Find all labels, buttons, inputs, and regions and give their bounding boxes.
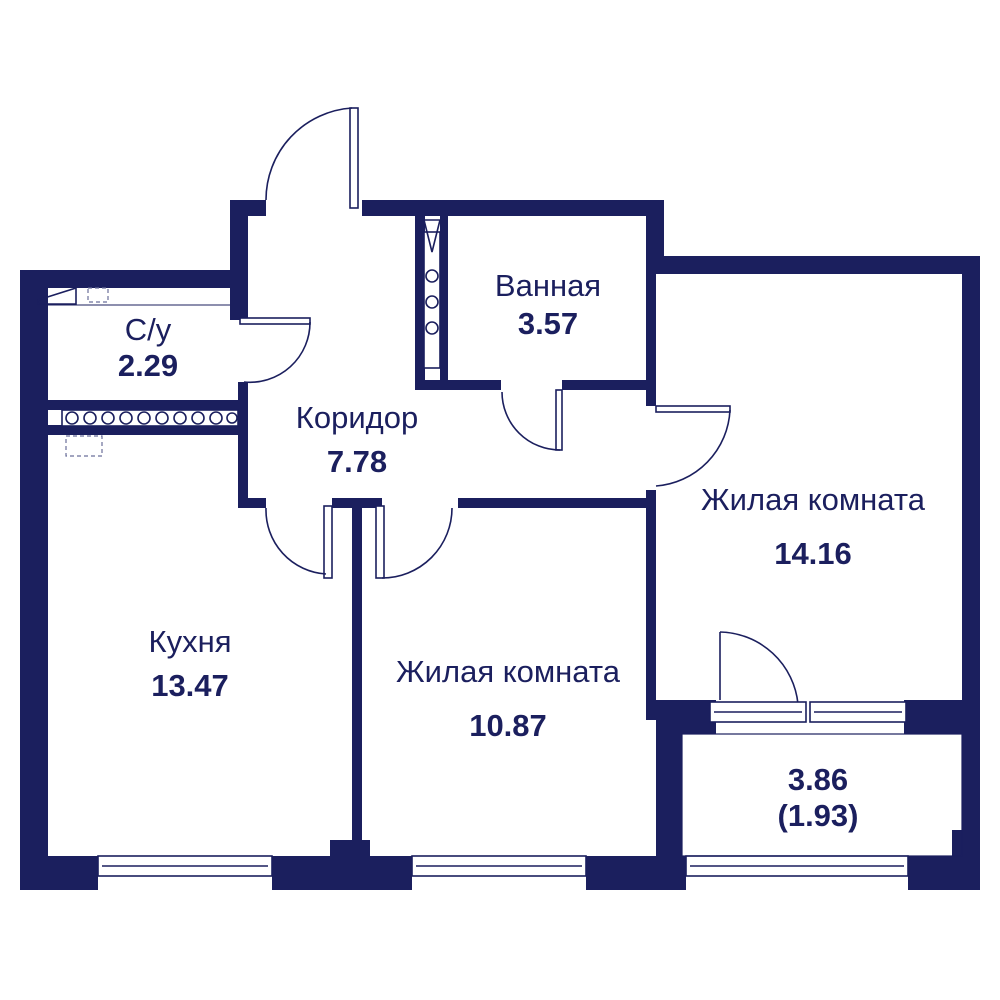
walls [20, 200, 980, 890]
kitchen-shelf-circles [65, 411, 238, 425]
kitchen-area: 13.47 [151, 668, 229, 703]
bath-name: Ванная [495, 268, 601, 303]
kitchen-name: Кухня [149, 624, 232, 659]
living-right-name: Жилая комната [701, 482, 926, 517]
corridor-name: Коридор [296, 400, 418, 435]
balcony-area: 3.86 [788, 762, 848, 797]
wc-name: С/у [125, 312, 172, 347]
bath-area: 3.57 [518, 306, 578, 341]
doors [239, 107, 799, 705]
fixtures [37, 219, 442, 457]
living-center-name: Жилая комната [396, 654, 621, 689]
living-center-area: 10.87 [469, 708, 547, 743]
balcony-area-reduced: (1.93) [778, 798, 859, 833]
windows [97, 701, 963, 877]
wc-area: 2.29 [118, 348, 178, 383]
living-right-area: 14.16 [774, 536, 852, 571]
room-labels: С/у 2.29 Ванная 3.57 Коридор 7.78 Жилая … [118, 268, 926, 833]
corridor-area: 7.78 [327, 444, 387, 479]
